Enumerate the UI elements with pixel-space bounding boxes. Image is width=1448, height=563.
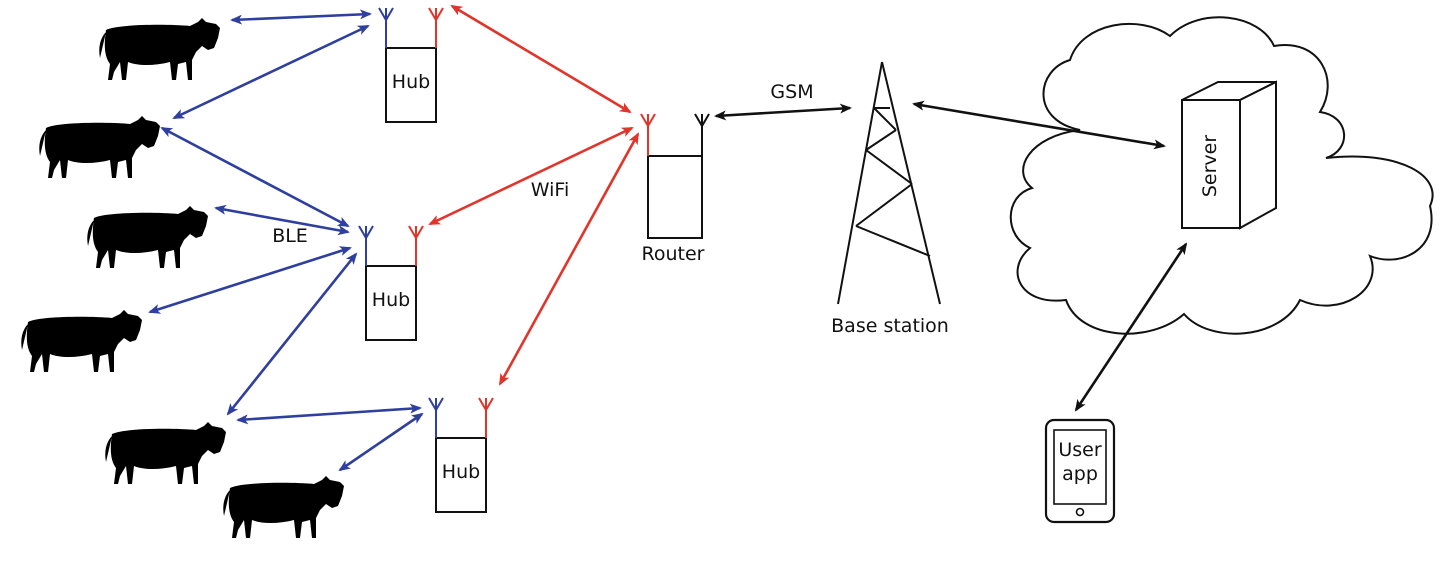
- gsm-links: [714, 100, 1188, 412]
- hub-3: Hub: [428, 397, 494, 513]
- user-app-label-line2: app: [1062, 463, 1098, 485]
- gsm-label: GSM: [770, 81, 813, 103]
- server-label: Server: [1199, 135, 1221, 197]
- hub-1: Hub: [378, 7, 444, 123]
- antenna-icon: [428, 7, 444, 21]
- ble-label: BLE: [272, 225, 308, 247]
- router-label: Router: [642, 243, 705, 265]
- ble-links: [148, 9, 424, 472]
- cloud-icon: [1009, 16, 1434, 335]
- user-app-label-line1: User: [1058, 439, 1101, 461]
- wifi-links: [428, 4, 640, 386]
- router: Router: [640, 113, 710, 265]
- antenna-icon: [408, 225, 424, 239]
- wifi-label: WiFi: [531, 179, 569, 201]
- antenna-icon: [478, 397, 494, 411]
- cow-icon: [21, 18, 344, 538]
- base-station-label: Base station: [831, 315, 949, 337]
- antenna-icon: [428, 397, 444, 411]
- server-icon: Server: [1181, 80, 1277, 230]
- antenna-icon: [358, 225, 374, 239]
- hub-label: Hub: [442, 461, 480, 483]
- hub-label: Hub: [372, 289, 410, 311]
- phone-icon: User app: [1044, 418, 1116, 524]
- antenna-icon: [378, 7, 394, 21]
- antenna-icon: [694, 113, 710, 127]
- hub-label: Hub: [392, 71, 430, 93]
- antenna-icon: [640, 113, 656, 127]
- hub-2: Hub: [358, 225, 424, 341]
- tower-icon: [837, 61, 941, 305]
